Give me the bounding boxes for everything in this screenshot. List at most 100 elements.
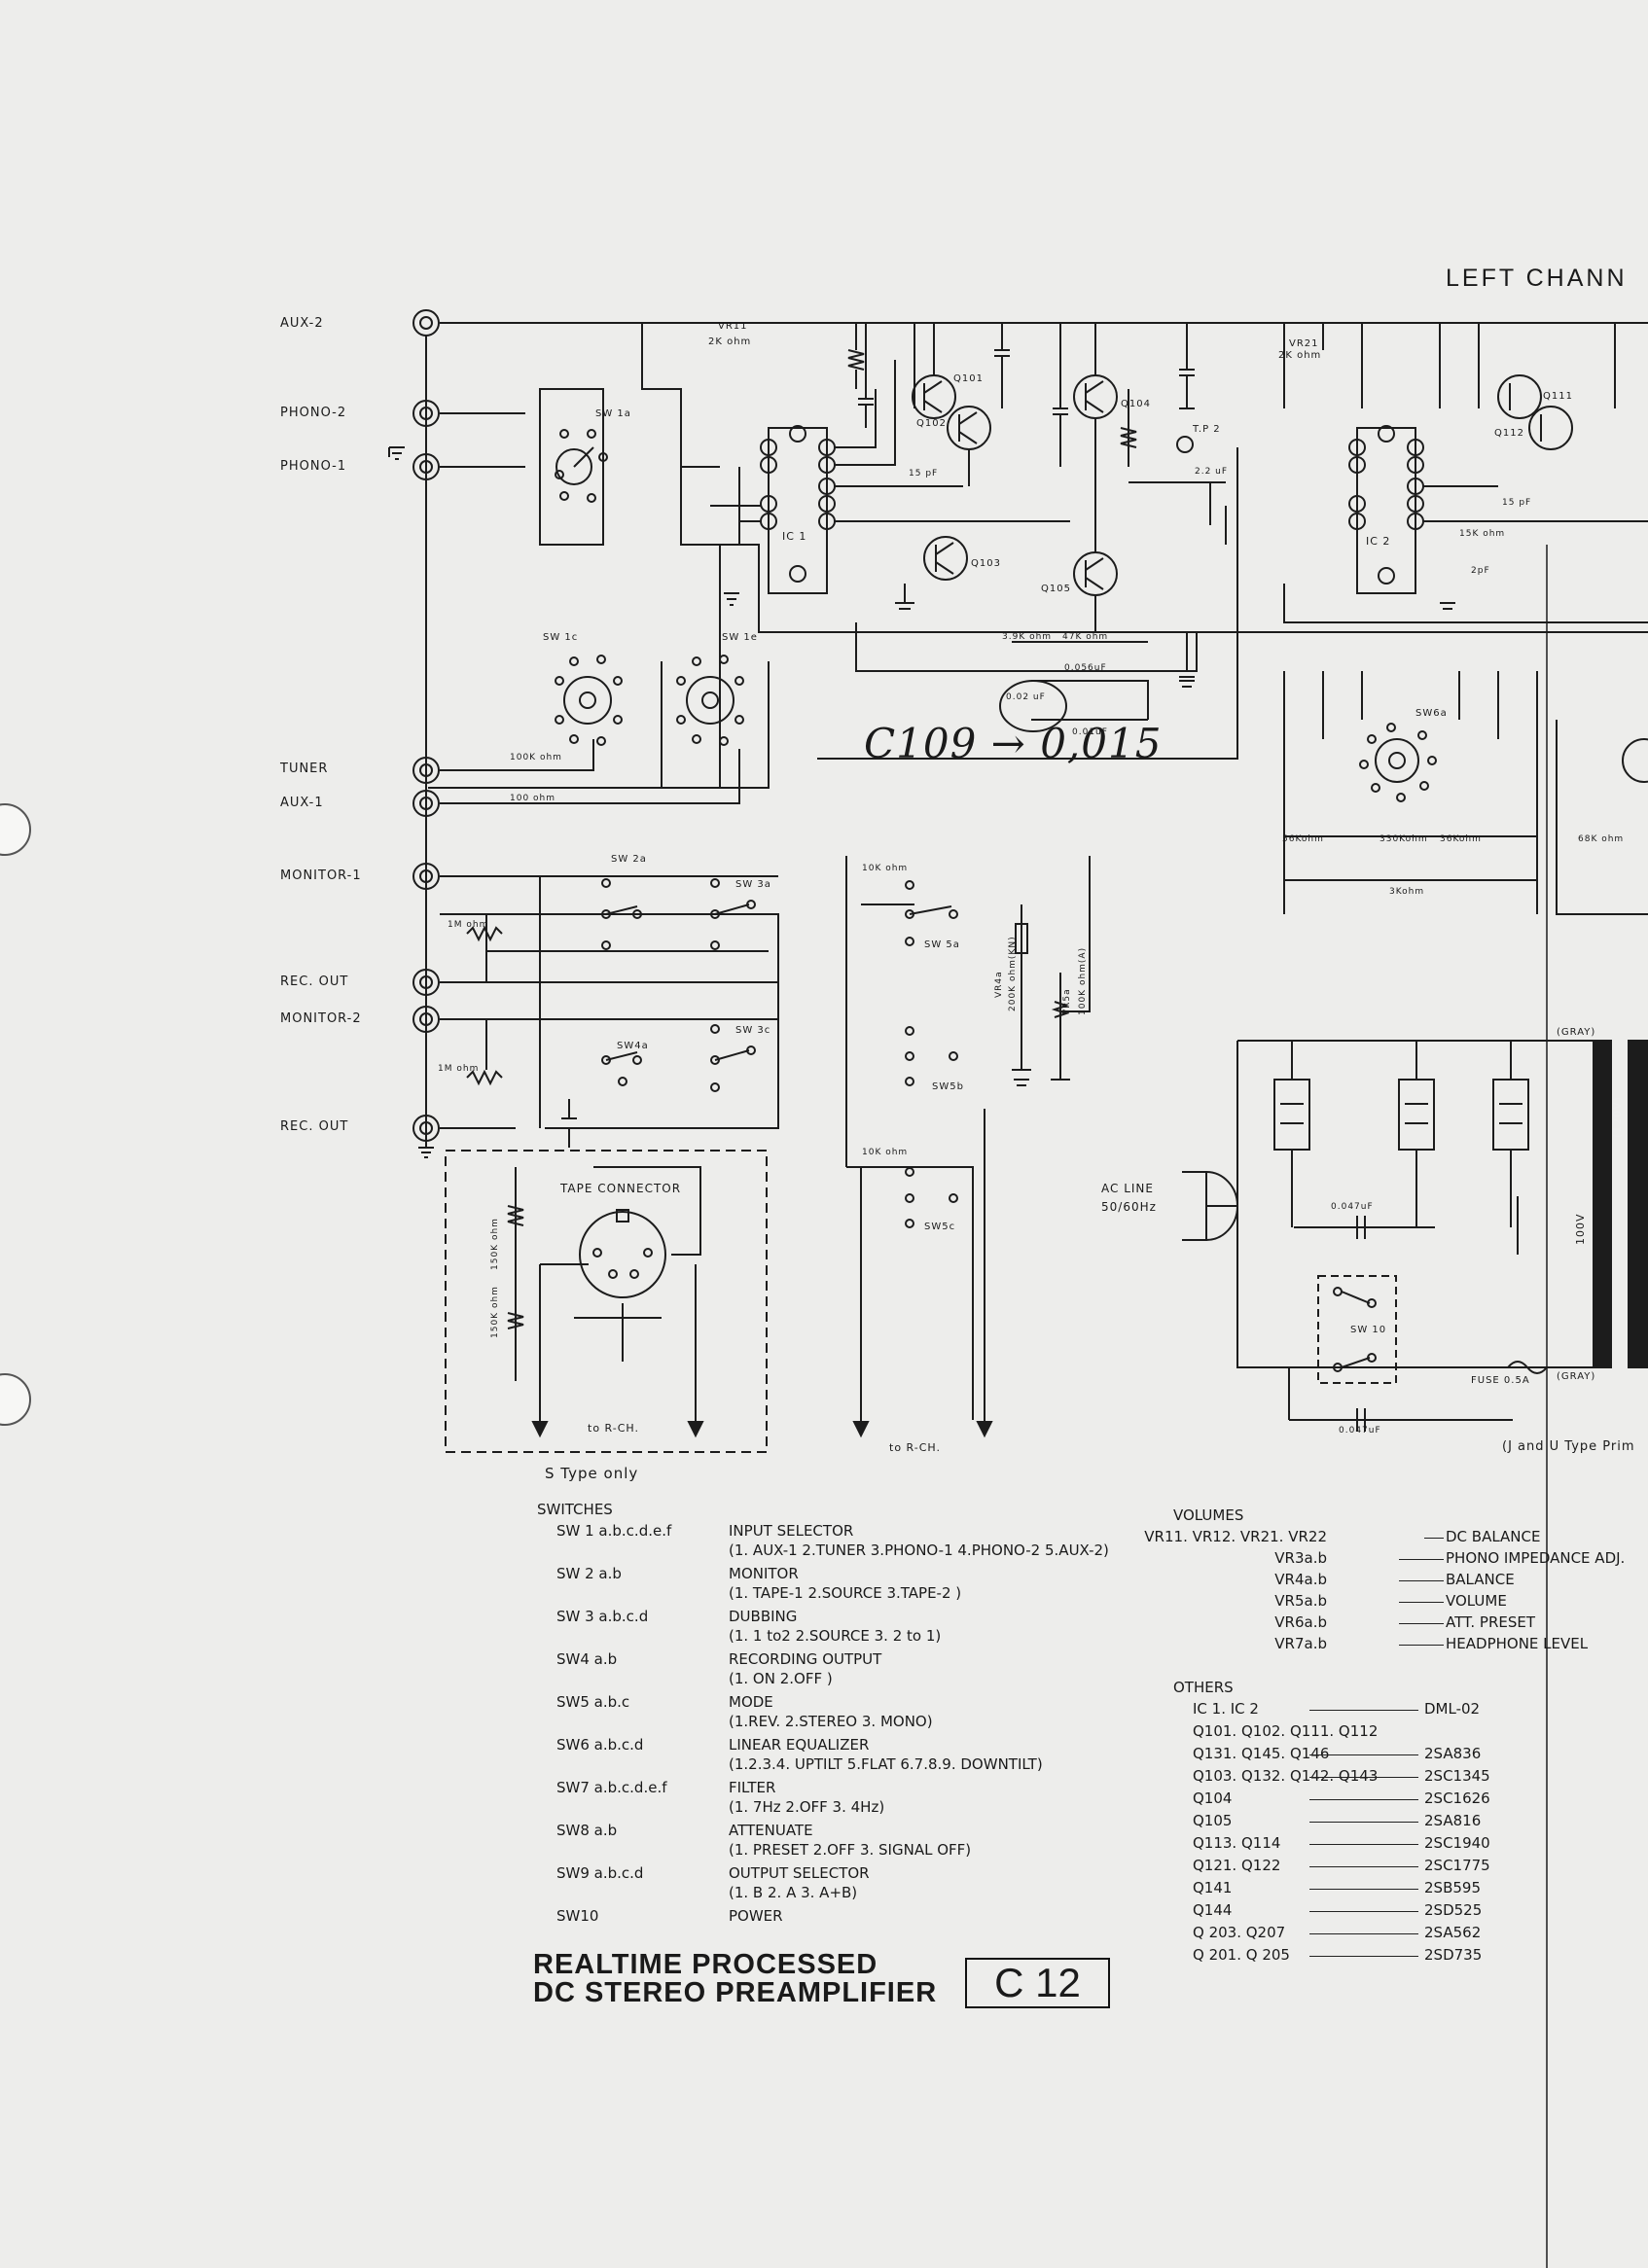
switch-function: LINEAR EQUALIZER: [729, 1736, 870, 1754]
volume-function: VOLUME: [1446, 1592, 1507, 1610]
leader-line: [1309, 1799, 1418, 1800]
volume-row: VR5a.b VOLUME: [1173, 1592, 1640, 1612]
label-c0056: 0.056uF: [1064, 663, 1107, 673]
label-120v: (120V): [1611, 1095, 1624, 1138]
label-r1m-a: 1M ohm: [448, 920, 489, 930]
sw1a-selector: [539, 388, 608, 546]
component-row: IC 1. IC 2 DML-02: [1193, 1700, 1562, 1719]
brand-line-1: REALTIME PROCESSED: [533, 1949, 878, 1980]
leader-line: [1309, 1754, 1418, 1755]
component-row: Q101. Q102. Q111. Q112: [1193, 1722, 1562, 1742]
label-r150k-a: 150K ohm: [490, 1218, 500, 1270]
label-c22: 2.2 uF: [1195, 467, 1229, 477]
label-s-type-only: S Type only: [545, 1465, 639, 1482]
switch-function: MONITOR: [729, 1565, 799, 1582]
label-sw3a: SW 3a: [735, 879, 771, 890]
channel-title: LEFT CHANN: [1446, 265, 1628, 292]
sw6a-selector: [1283, 671, 1648, 915]
label-r100ohm: 100 ohm: [510, 794, 556, 803]
label-c0047-a: 0.047uF: [1331, 1202, 1374, 1212]
label-c0047-b: 0.047uF: [1339, 1426, 1381, 1435]
switch-id: SW4 a.b: [556, 1650, 618, 1668]
label-q105: Q105: [1041, 584, 1071, 594]
switch-options: (1. B 2. A 3. A+B): [729, 1884, 858, 1901]
label-q104: Q104: [1121, 399, 1151, 409]
component-part: 2SA562: [1424, 1924, 1482, 1941]
component-part: 2SD735: [1424, 1946, 1483, 1964]
leader-line: [1309, 1889, 1418, 1890]
label-monitor1: MONITOR-1: [280, 868, 362, 883]
label-sw3c: SW 3c: [735, 1025, 771, 1036]
leader-line: [1399, 1559, 1444, 1560]
label-r56k: 56Kohm: [1282, 834, 1324, 844]
component-part: DML-02: [1424, 1700, 1481, 1718]
switches-heading: SWITCHES: [537, 1501, 613, 1518]
component-ref: Q 203. Q207: [1193, 1924, 1286, 1941]
switch-function: FILTER: [729, 1779, 776, 1796]
label-q112: Q112: [1494, 428, 1524, 439]
model-number-box: C 12: [965, 1958, 1110, 2008]
input-jacks: [412, 309, 440, 1158]
label-monitor2: MONITOR-2: [280, 1011, 362, 1026]
product-title: REALTIME PROCESSED DC STEREO PREAMPLIFIE…: [533, 1951, 937, 2007]
label-c2p: 2pF: [1471, 566, 1490, 576]
leader-line: [1309, 1911, 1418, 1912]
label-ac-line: AC LINE: [1101, 1182, 1154, 1195]
label-vr11-val: 2K ohm: [708, 337, 752, 347]
label-rec-out-1: REC. OUT: [280, 975, 349, 989]
component-row: Q 203. Q207 2SA562: [1193, 1924, 1562, 1943]
component-ref: IC 1. IC 2: [1193, 1700, 1259, 1718]
switch-function: INPUT SELECTOR: [729, 1522, 854, 1540]
switch-id: SW8 a.b: [556, 1822, 618, 1839]
volume-id: VR7a.b: [1274, 1635, 1327, 1652]
label-aux1: AUX-1: [280, 796, 324, 810]
tape-connector-box: [445, 1150, 768, 1453]
volume-id: VR5a.b: [1274, 1592, 1327, 1610]
label-fuse: FUSE 0.5A: [1471, 1375, 1530, 1386]
ic1-amplifier: [710, 360, 1070, 594]
label-vr4a: VR4a: [994, 971, 1004, 998]
switch-row: SW9 a.b.c.d OUTPUT SELECTOR (1. B 2. A 3. …: [556, 1864, 1160, 1903]
switch-function: OUTPUT SELECTOR: [729, 1864, 870, 1882]
component-ref: Q144: [1193, 1901, 1233, 1919]
others-heading: OTHERS: [1173, 1679, 1234, 1696]
switch-function: ATTENUATE: [729, 1822, 813, 1839]
label-sw1a: SW 1a: [595, 408, 631, 419]
component-ref: Q103. Q132. Q142. Q143: [1193, 1767, 1379, 1785]
component-part: 2SC1345: [1424, 1767, 1490, 1785]
label-vr21-val: 2K ohm: [1278, 350, 1322, 361]
mode-switches: [905, 856, 1091, 1420]
leader-line: [1399, 1580, 1444, 1581]
switch-function: DUBBING: [729, 1608, 798, 1625]
switch-id: SW9 a.b.c.d: [556, 1864, 644, 1882]
sw1c-sw1e-selectors: [555, 655, 770, 789]
switch-options: (1. 7Hz 2.OFF 3. 4Hz): [729, 1798, 885, 1816]
switch-function: POWER: [729, 1907, 783, 1925]
component-part: 2SA816: [1424, 1812, 1482, 1829]
ic1-passives: [730, 323, 1227, 678]
volume-id: VR6a.b: [1274, 1613, 1327, 1631]
label-r36k: 36Kohm: [1440, 834, 1482, 844]
component-ref: Q101. Q102. Q111. Q112: [1193, 1722, 1379, 1740]
label-rec-out-2: REC. OUT: [280, 1119, 349, 1134]
leader-line: [1309, 1933, 1418, 1934]
component-part: 2SA836: [1424, 1745, 1482, 1762]
leader-line: [1309, 1822, 1418, 1823]
leader-line: [1309, 1956, 1418, 1957]
component-ref: Q105: [1193, 1812, 1233, 1829]
component-part: 2SC1940: [1424, 1834, 1490, 1852]
switch-function: RECORDING OUTPUT: [729, 1650, 882, 1668]
label-vr4a-val: 200K ohm(KN): [1008, 936, 1018, 1011]
volume-id: VR4a.b: [1274, 1571, 1327, 1588]
